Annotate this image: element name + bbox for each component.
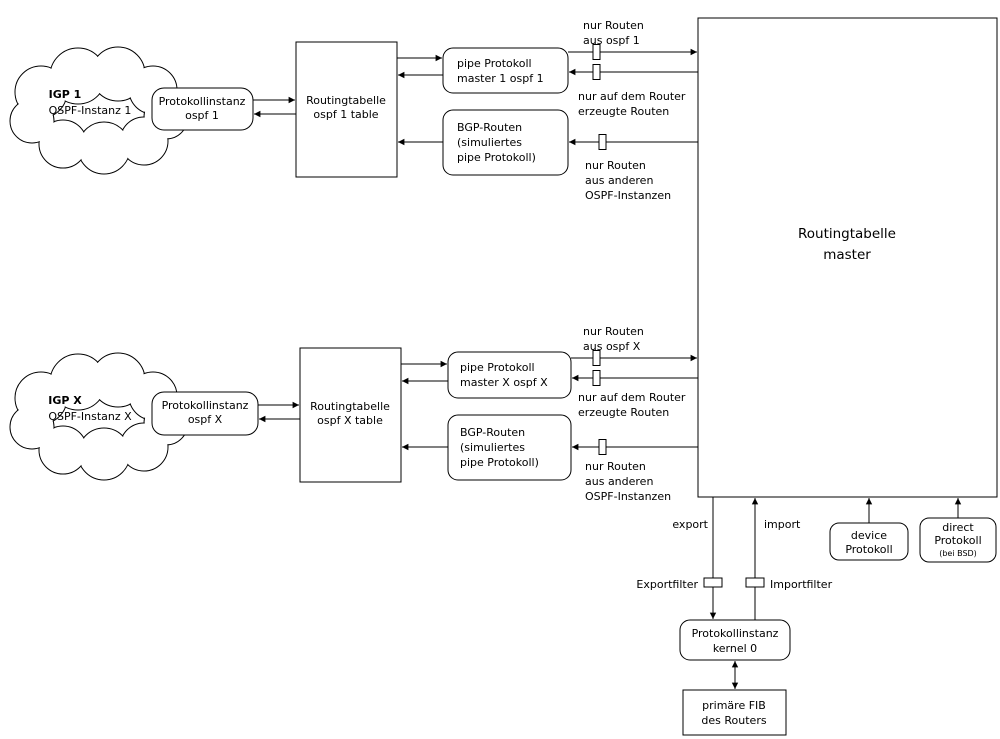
proto-ospfx-label: Protokollinstanz — [162, 399, 249, 412]
import-label: import — [764, 518, 801, 531]
table-ospfx-label: Routingtabelle — [310, 400, 390, 413]
pipe1-box — [442, 47, 569, 94]
table-ospf1-box — [295, 41, 398, 178]
annot-other-ospf1-2: aus anderen — [585, 174, 653, 187]
fib-box — [682, 689, 787, 736]
filter-bgp1 — [598, 134, 607, 150]
annot-router-routes1-2: erzeugte Routen — [578, 105, 669, 118]
cloud-igp1-title: IGP 1 — [49, 88, 82, 101]
direct-proto-label: direct — [942, 521, 974, 534]
fib-label2: des Routers — [701, 714, 766, 727]
table-ospfx-label2: ospf X table — [317, 414, 383, 427]
filter-pipe1-export — [592, 44, 601, 60]
annot-routes-ospfx: nur Routen — [583, 325, 644, 338]
import-filter-box — [745, 577, 765, 588]
pipe1-label2: master 1 ospf 1 — [457, 72, 544, 85]
pipex-box — [447, 351, 572, 399]
exportfilter-label: Exportfilter — [636, 578, 698, 591]
pipex-label: pipe Protokoll — [460, 361, 535, 374]
cloud-igpx-subtitle: OSPF-Instanz X — [48, 410, 132, 423]
device-proto-label2: Protokoll — [845, 543, 892, 556]
direct-proto-label3: (bei BSD) — [939, 549, 977, 558]
kernel-proto-label2: kernel 0 — [713, 642, 757, 655]
kernel-proto-label: Protokollinstanz — [692, 627, 779, 640]
annot-routes-ospfx-2: aus ospf X — [583, 340, 641, 353]
bgp1-label: BGP-Routen — [457, 121, 522, 134]
proto-ospf1-box — [151, 87, 254, 131]
table-ospf1-label2: ospf 1 table — [313, 108, 378, 121]
bgp1-label3: pipe Protokoll) — [457, 151, 536, 164]
filter-pipex-import — [592, 370, 601, 386]
cloud-igpx-title: IGP X — [48, 394, 82, 407]
master-table-label2: master — [823, 247, 871, 263]
bgpx-label: BGP-Routen — [460, 426, 525, 439]
importfilter-label: Importfilter — [770, 578, 833, 591]
annot-router-routesx-2: erzeugte Routen — [578, 406, 669, 419]
fib-label: primäre FIB — [702, 699, 766, 712]
bgpx-label2: (simuliertes — [460, 441, 525, 454]
pipe1-label: pipe Protokoll — [457, 57, 532, 70]
proto-ospfx-label2: ospf X — [188, 413, 223, 426]
pipex-label2: master X ospf X — [460, 376, 548, 389]
filter-pipex-export — [592, 350, 601, 366]
master-table-box — [697, 17, 998, 498]
bgpx-label3: pipe Protokoll) — [460, 456, 539, 469]
export-label: export — [672, 518, 708, 531]
annot-other-ospfx-3: OSPF-Instanzen — [585, 490, 671, 503]
filter-pipe1-import — [592, 64, 601, 80]
proto-ospf1-label: Protokollinstanz — [159, 95, 246, 108]
bgp1-label2: (simuliertes — [457, 136, 522, 149]
proto-ospfx-box — [151, 391, 259, 436]
direct-proto-label2: Protokoll — [934, 534, 981, 547]
annot-other-ospf1: nur Routen — [585, 159, 646, 172]
proto-ospf1-label2: ospf 1 — [185, 109, 219, 122]
export-filter-box — [703, 577, 723, 588]
cloud-igp1-subtitle: OSPF-Instanz 1 — [49, 104, 132, 117]
annot-other-ospfx-2: aus anderen — [585, 475, 653, 488]
kernel-proto-box — [679, 619, 791, 661]
annot-routes-ospf1-2: aus ospf 1 — [583, 34, 640, 47]
device-proto-label: device — [851, 529, 887, 542]
filter-bgpx — [598, 439, 607, 455]
table-ospfx-box — [299, 347, 402, 483]
table-ospf1-label: Routingtabelle — [306, 94, 386, 107]
master-table-label: Routingtabelle — [798, 226, 896, 242]
annot-router-routes1: nur auf dem Router — [578, 90, 686, 103]
annot-other-ospf1-3: OSPF-Instanzen — [585, 189, 671, 202]
annot-routes-ospf1: nur Routen — [583, 19, 644, 32]
annot-router-routesx: nur auf dem Router — [578, 391, 686, 404]
annot-other-ospfx: nur Routen — [585, 460, 646, 473]
